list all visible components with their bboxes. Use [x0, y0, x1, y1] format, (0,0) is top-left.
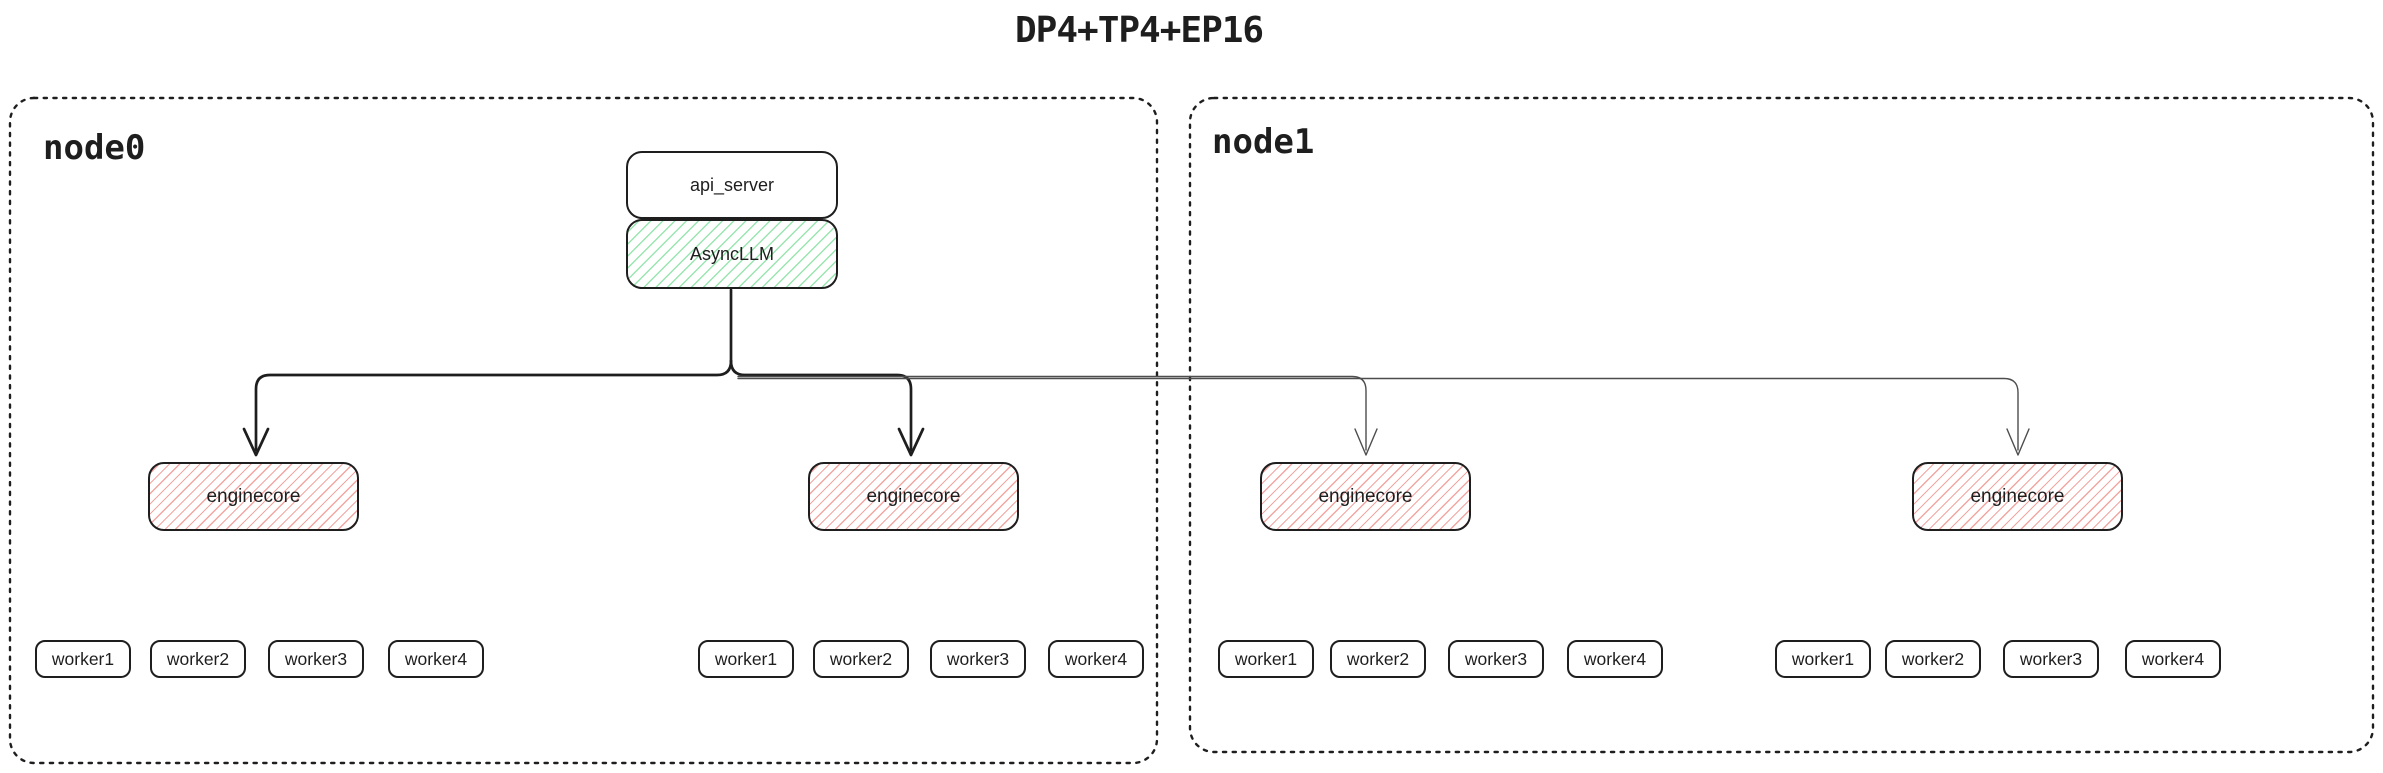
enginecore-box-node1-2: enginecore [1912, 462, 2123, 531]
worker-box: worker4 [1048, 640, 1144, 678]
arrow-to-enginecore4-head [2006, 428, 2030, 456]
worker-box: worker4 [388, 640, 484, 678]
worker-box: worker2 [813, 640, 909, 678]
arrow-to-enginecore3 [737, 375, 1367, 451]
worker-box: worker1 [1775, 640, 1871, 678]
worker-box: worker1 [35, 640, 131, 678]
node0-container-border [8, 96, 1159, 765]
arrow-to-enginecore1-head [242, 427, 270, 457]
worker-box: worker1 [1218, 640, 1314, 678]
worker-box: worker3 [2003, 640, 2099, 678]
arrow-to-enginecore1 [254, 359, 733, 452]
arrow-to-enginecore3-head [1354, 428, 1378, 456]
worker-box: worker3 [1448, 640, 1544, 678]
worker-box: worker4 [2125, 640, 2221, 678]
arrow-to-enginecore2 [729, 359, 913, 452]
node1-label: node1 [1212, 122, 1315, 162]
enginecore-box-node0-2: enginecore [808, 462, 1019, 531]
worker-box: worker3 [930, 640, 1026, 678]
enginecore-box-node1-1: enginecore [1260, 462, 1471, 531]
worker-box: worker2 [150, 640, 246, 678]
diagram-title: DP4+TP4+EP16 [1015, 10, 1264, 51]
node0-label: node0 [43, 128, 146, 168]
worker-box: worker2 [1330, 640, 1426, 678]
node1-container-border [1188, 96, 2375, 754]
worker-box: worker1 [698, 640, 794, 678]
asyncllm-box: AsyncLLM [626, 219, 838, 289]
worker-box: worker4 [1567, 640, 1663, 678]
arrow-to-enginecore4 [737, 377, 2019, 451]
api-server-box: api_server [626, 151, 838, 219]
worker-box: worker2 [1885, 640, 1981, 678]
arrow-to-enginecore2-head [897, 427, 925, 457]
enginecore-box-node0-1: enginecore [148, 462, 359, 531]
worker-box: worker3 [268, 640, 364, 678]
